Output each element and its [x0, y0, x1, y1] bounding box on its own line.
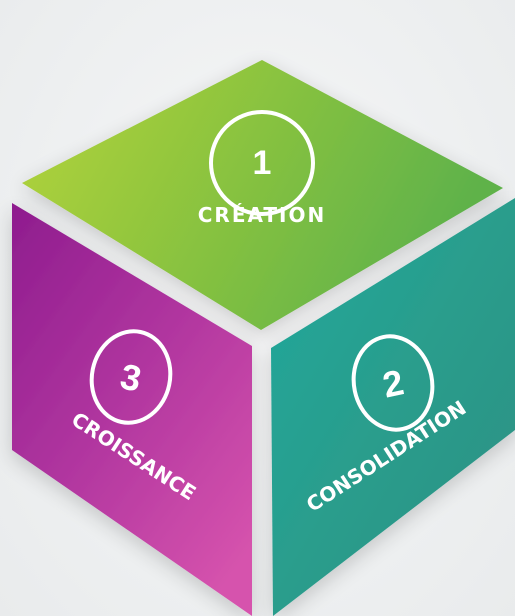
face-croissance-shape: [12, 203, 252, 616]
number-circle-2: [351, 334, 435, 432]
number-1: 1: [253, 144, 272, 182]
face-consolidation-shape: [271, 198, 515, 616]
number-circle-3: [89, 329, 173, 425]
face-creation: 1 CRÉATION: [22, 60, 503, 330]
number-circle-1: [209, 110, 315, 216]
label-creation: CRÉATION: [198, 203, 327, 227]
face-consolidation: 2 CONSOLIDATION: [271, 198, 515, 616]
face-croissance: 3 CROISSANCE: [12, 203, 252, 616]
face-creation-shape: [22, 60, 503, 330]
